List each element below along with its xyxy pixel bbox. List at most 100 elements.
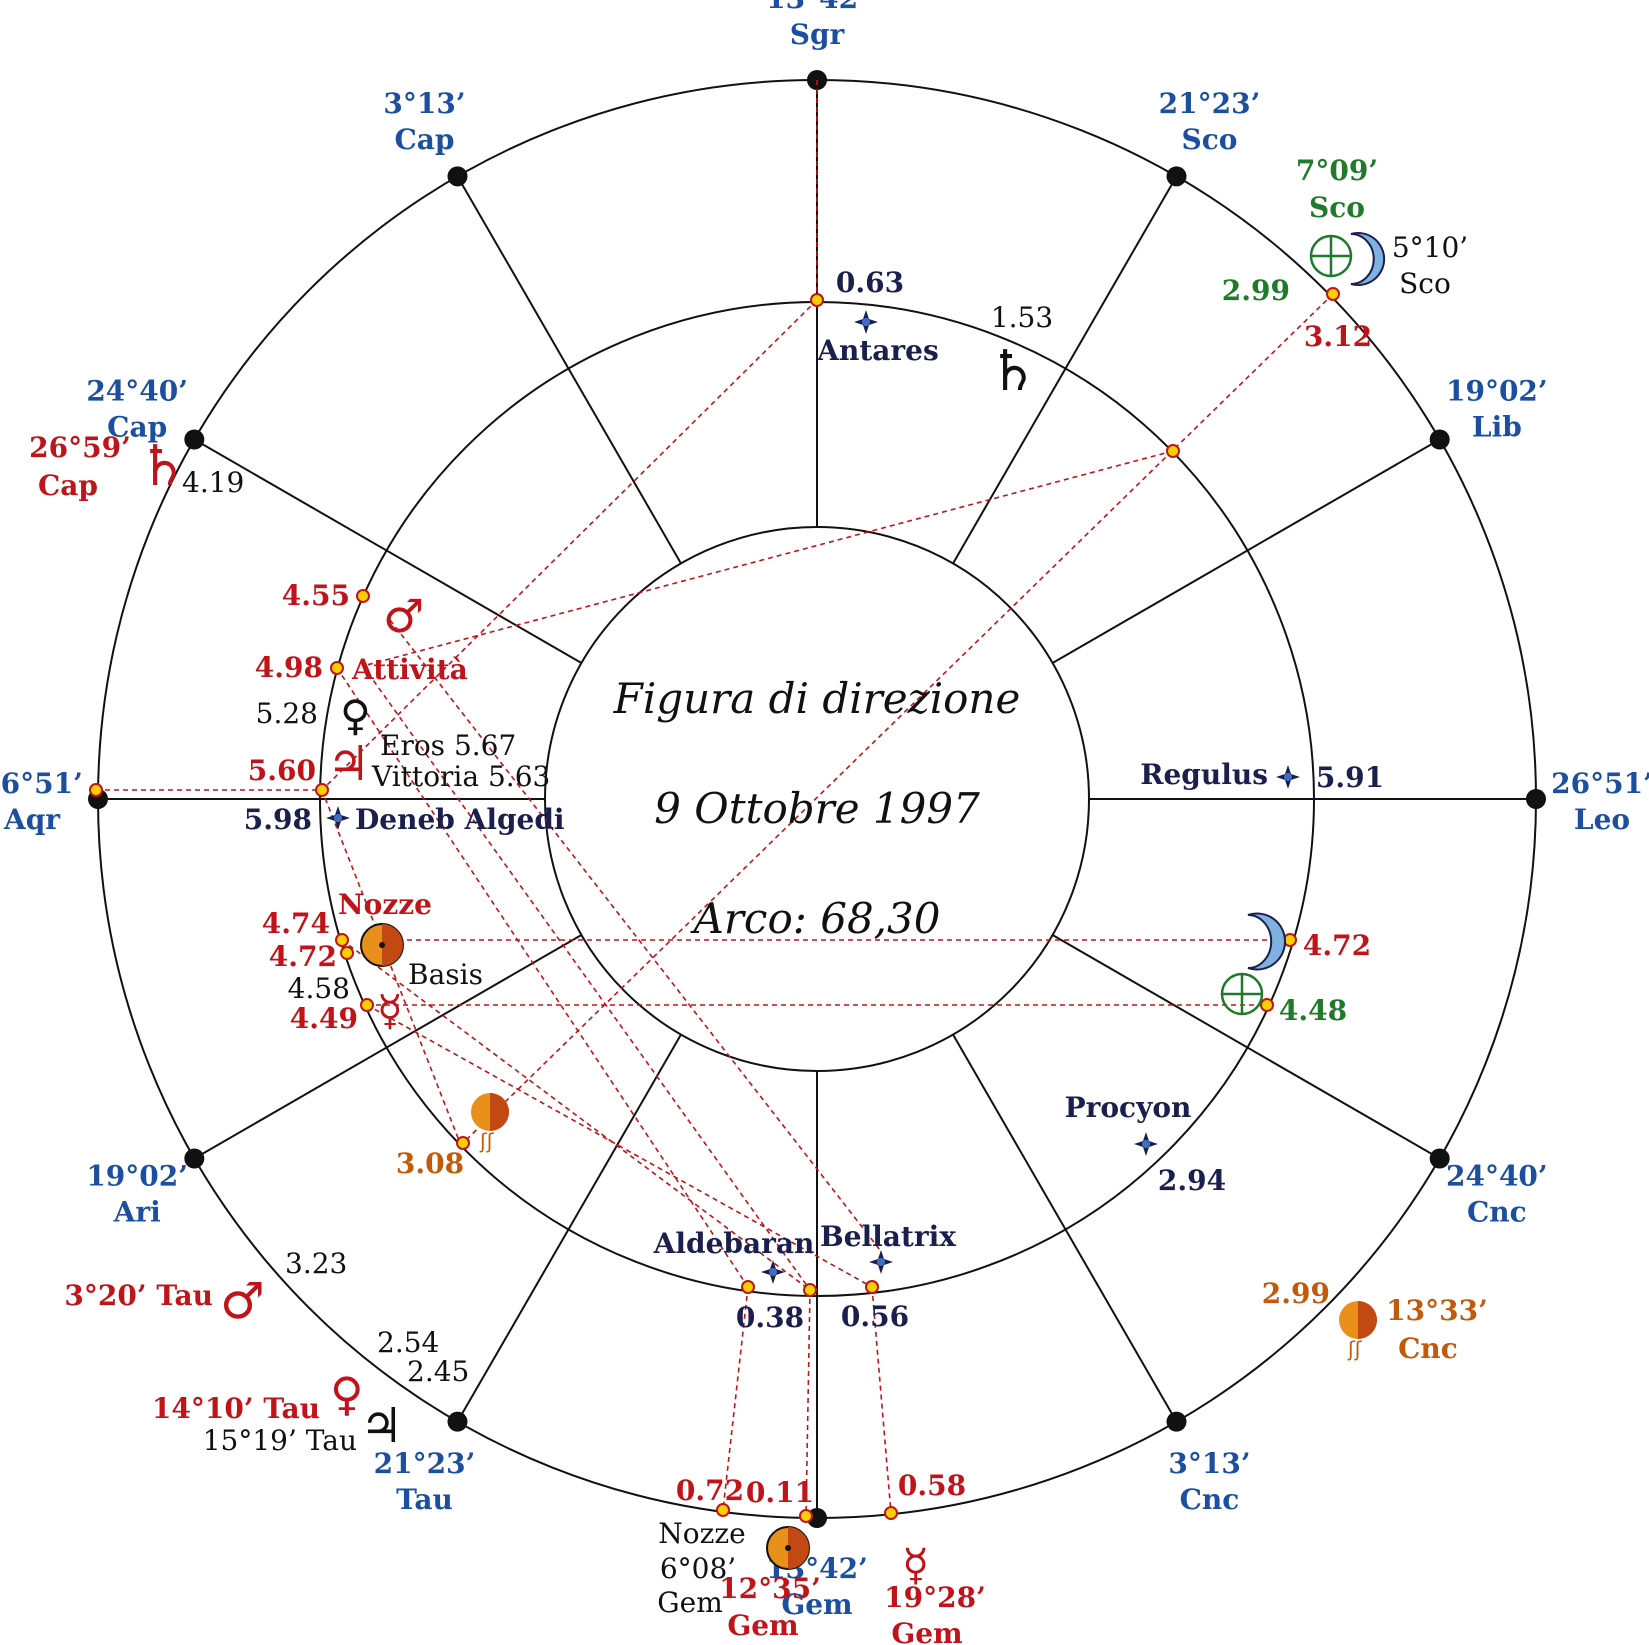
center-date: 9 Ottobre 1997	[654, 784, 980, 833]
star-icon	[326, 806, 350, 830]
svg-text:3°20’ Tau: 3°20’ Tau	[64, 1279, 213, 1312]
house-spoke	[1052, 934, 1441, 1160]
svg-text:4.72: 4.72	[269, 940, 337, 973]
sun-icon	[766, 1526, 810, 1570]
sun-icon: ʃʃ	[471, 1093, 509, 1153]
svg-text:0.56: 0.56	[841, 1300, 909, 1333]
svg-text:ʃʃ: ʃʃ	[479, 1129, 495, 1153]
svg-text:Bellatrix: Bellatrix	[820, 1220, 956, 1253]
saturn-icon: ♄	[138, 434, 188, 499]
mars-icon: ♂	[220, 1272, 265, 1330]
svg-text:Vittoria 5.63: Vittoria 5.63	[371, 760, 550, 793]
svg-text:Gem: Gem	[657, 1586, 723, 1619]
star-icon	[761, 1260, 785, 1284]
svg-text:15°19’ Tau: 15°19’ Tau	[203, 1424, 357, 1457]
svg-text:4.74: 4.74	[262, 907, 330, 940]
star-icon	[854, 310, 878, 334]
cusp-degree: 24°40’	[1446, 1160, 1548, 1193]
svg-text:2.99: 2.99	[1262, 1277, 1330, 1310]
center-arc: Arco: 68,30	[690, 894, 941, 943]
svg-text:6°08’: 6°08’	[660, 1552, 736, 1585]
cusp-degree: 19°02’	[1446, 375, 1548, 408]
svg-text:ʃʃ: ʃʃ	[1347, 1337, 1363, 1361]
cusp-degree: 3°13’	[1168, 1447, 1250, 1480]
svg-text:5.28: 5.28	[256, 697, 318, 730]
cusp-degree: 13°42’	[766, 0, 868, 15]
cusp-sign: Leo	[1574, 803, 1630, 836]
cusp-degree: 21°23’	[1159, 87, 1261, 120]
mercury-icon: ☿	[902, 1540, 929, 1591]
svg-text:3.12: 3.12	[1304, 320, 1372, 353]
sun-icon: ʃʃ	[1339, 1301, 1377, 1361]
cusp-sign: Cap	[394, 123, 454, 156]
svg-text:Nozze: Nozze	[658, 1517, 745, 1550]
svg-text:5.91: 5.91	[1316, 761, 1384, 794]
cusp-dot	[447, 166, 468, 187]
cusp-sign: Aqr	[3, 803, 61, 836]
svg-text:5.60: 5.60	[248, 754, 316, 787]
svg-text:Eros 5.67: Eros 5.67	[380, 729, 516, 762]
inner-labels: 0.63 Antares 1.53 4.55 4.98 Attività 5.2…	[244, 266, 1384, 1334]
cusp-dot	[1526, 789, 1546, 809]
svg-text:4.98: 4.98	[255, 651, 323, 684]
position-dots	[89, 287, 1340, 1523]
svg-text:2.45: 2.45	[407, 1355, 469, 1388]
svg-text:4.55: 4.55	[282, 579, 350, 612]
svg-text:26°59’: 26°59’	[29, 431, 131, 464]
cusp-dot	[184, 1148, 205, 1169]
aspect-lines	[96, 80, 1334, 1517]
moon-icon	[1350, 232, 1386, 286]
house-spoke	[193, 934, 582, 1160]
cusp-sign: Gem	[781, 1588, 852, 1621]
svg-text:Cnc: Cnc	[1398, 1332, 1458, 1365]
svg-text:Sco: Sco	[1399, 267, 1451, 300]
cusp-dot	[1166, 166, 1187, 187]
cusp-sign: Cap	[107, 411, 167, 444]
planet-icons: ♄ ♄ ♂ ♂ ♀ ♀ ♃ ♃ ☿ ☿ ʃʃ ʃʃ	[138, 232, 1386, 1591]
svg-text:0.63: 0.63	[836, 266, 904, 299]
center-title: Figura di direzione	[613, 674, 1021, 723]
svg-text:1.53: 1.53	[991, 301, 1053, 334]
svg-text:Aldebaran: Aldebaran	[653, 1227, 815, 1260]
venus-icon: ♀	[330, 1367, 364, 1421]
cusp-sign: Tau	[396, 1483, 453, 1516]
cusp-sign: Ari	[113, 1196, 161, 1229]
svg-text:3.23: 3.23	[285, 1247, 347, 1280]
cusp-degree: 21°23’	[374, 1447, 476, 1480]
cusp-degree: 19°02’	[86, 1160, 188, 1193]
cusp-sign: Cnc	[1180, 1483, 1240, 1516]
svg-text:2.99: 2.99	[1222, 274, 1290, 307]
svg-text:12°35’: 12°35’	[719, 1572, 821, 1605]
star-icons	[326, 310, 1300, 1284]
star-icon	[1276, 765, 1300, 789]
svg-text:4.48: 4.48	[1279, 994, 1347, 1027]
svg-text:Attività: Attività	[351, 653, 468, 686]
cusp-degree: 26°51’	[1551, 767, 1649, 800]
svg-text:19°28’: 19°28’	[884, 1581, 986, 1614]
cusp-degree: 3°13’	[383, 87, 465, 120]
cusp-dot	[1166, 1411, 1187, 1432]
svg-text:2.54: 2.54	[377, 1326, 439, 1359]
svg-text:Sco: Sco	[1309, 191, 1365, 224]
svg-text:5.98: 5.98	[244, 803, 312, 836]
moon-icon	[1247, 912, 1286, 971]
mars-icon: ♂	[383, 589, 424, 643]
cusp-dot	[1429, 1148, 1450, 1169]
star-icon	[869, 1250, 893, 1274]
venus-icon: ♀	[340, 691, 371, 740]
svg-text:Cap: Cap	[38, 469, 98, 502]
cusp-dot	[1429, 429, 1450, 450]
house-spoke	[456, 175, 682, 564]
svg-text:Gem: Gem	[891, 1617, 962, 1645]
cusp-sign: Sgr	[790, 18, 846, 51]
star-icon	[1134, 1132, 1158, 1156]
cusp-dot	[184, 429, 205, 450]
svg-text:4.19: 4.19	[182, 466, 244, 499]
mercury-icon: ☿	[377, 986, 403, 1035]
cusp-degree: 24°40’	[86, 375, 188, 408]
svg-text:Basis: Basis	[408, 958, 483, 991]
cusp-dots	[88, 70, 1546, 1528]
svg-text:4.49: 4.49	[290, 1002, 358, 1035]
svg-text:13°33’: 13°33’	[1386, 1294, 1488, 1327]
cusp-sign: Lib	[1472, 411, 1522, 444]
